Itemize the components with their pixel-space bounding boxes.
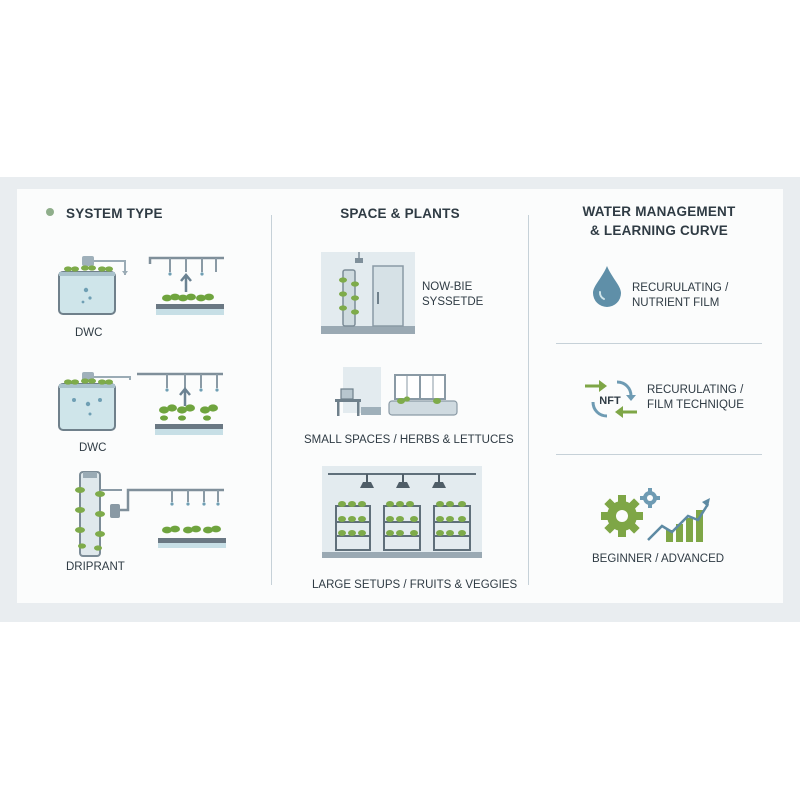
indoor-room-tower-icon xyxy=(321,252,415,334)
gear-growth-chart-icon xyxy=(601,488,710,542)
drip-rail-icon xyxy=(137,372,223,435)
space-plants-heading: SPACE & PLANTS xyxy=(340,206,460,221)
space-label-2: SMALL SPACES / HERBS & LETTUCES xyxy=(304,434,514,446)
water-label-2: RECURULATING / FILM TECHNIQUE xyxy=(647,384,744,411)
row-divider xyxy=(556,343,762,344)
nft-badge-text: NFT xyxy=(599,395,621,407)
small-room-icon xyxy=(335,367,458,416)
vertical-tower-icon xyxy=(75,471,122,557)
dwc-tank-icon xyxy=(58,372,131,431)
water-drop-icon xyxy=(593,266,621,307)
nft-cycle-icon: NFT xyxy=(585,380,637,418)
drip-rail-icon xyxy=(148,256,224,315)
space-label-1: NOW-BIE SYSSETDE xyxy=(422,281,484,308)
system-label-2: DWC xyxy=(79,442,107,454)
row-divider xyxy=(556,454,762,455)
system-type-heading: SYSTEM TYPE xyxy=(66,206,163,221)
space-label-3: LARGE SETUPS / FRUITS & VEGGIES xyxy=(312,579,518,591)
heading-bullet-icon xyxy=(46,208,54,216)
system-label-1: DWC xyxy=(75,327,103,339)
system-label-3: DRIPRANT xyxy=(66,561,125,573)
drip-rail-icon xyxy=(110,488,226,548)
dwc-tank-icon xyxy=(58,256,128,315)
water-label-3: BEGINNER / ADVANCED xyxy=(592,553,725,565)
column-divider xyxy=(271,215,272,585)
column-divider xyxy=(528,215,529,585)
greenhouse-racks-icon xyxy=(322,466,482,558)
water-label-1: RECURULATING / NUTRIENT FILM xyxy=(632,282,729,309)
water-learning-heading: WATER MANAGEMENT & LEARNING CURVE xyxy=(582,204,736,238)
